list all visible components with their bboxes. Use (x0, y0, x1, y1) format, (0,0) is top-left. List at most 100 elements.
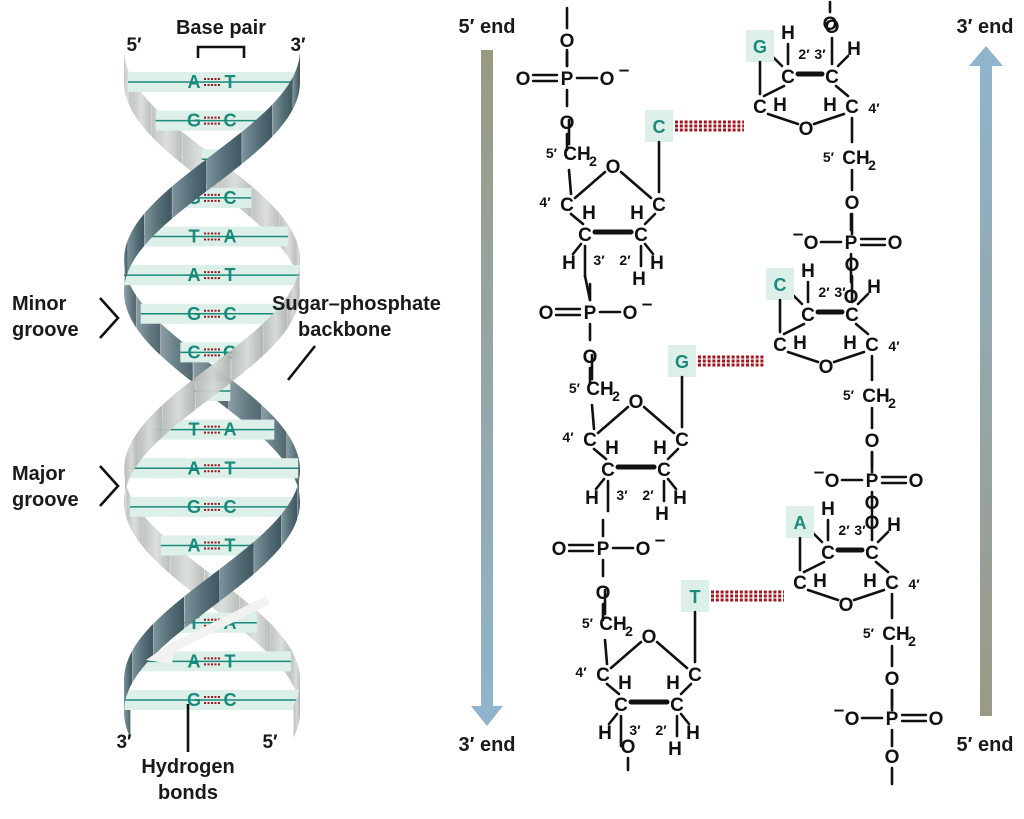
oxygen: O (621, 737, 636, 758)
helix-top-left-end: 5′ (126, 35, 142, 56)
bond (594, 477, 606, 491)
left-strand-bottom-end: 3′ end (458, 734, 515, 756)
bond (876, 530, 890, 544)
strand-direction-stripe (165, 595, 271, 655)
bond (609, 640, 643, 670)
carbon-4prime: C (583, 430, 597, 451)
bond (786, 350, 820, 364)
right-strand-base: A (794, 513, 807, 533)
helix-ribbon-segment-dark (281, 487, 298, 547)
oxygen-3prime: O (865, 493, 880, 514)
helix-ribbon-segment-dark (124, 651, 132, 711)
ring-oxygen: O (606, 157, 621, 178)
helix-base-left: G (187, 690, 201, 710)
bond (643, 242, 655, 256)
helix-base-right: A (224, 227, 237, 247)
carbon-3prime: C (865, 543, 879, 564)
helix-base-left: T (189, 227, 200, 247)
carbon-1prime: C (753, 97, 767, 118)
carbon-1prime: C (675, 430, 689, 451)
hydrogen: H (632, 269, 646, 290)
ch2: CH (862, 386, 889, 407)
ch2: CH (599, 614, 626, 635)
base-box (746, 30, 774, 62)
position-label: 2′ (655, 722, 667, 738)
hydrogen: H (618, 673, 632, 694)
helix-base-right: C (224, 497, 237, 517)
oxygen: O (623, 303, 638, 324)
bond (806, 588, 840, 602)
carbon-1prime: C (773, 335, 787, 356)
hydrogen: H (781, 23, 795, 44)
subscript-2: 2 (868, 157, 876, 173)
helix-ribbon-segment-dark (254, 514, 282, 574)
bond (603, 638, 609, 666)
helix-ribbon-segment-dark (297, 459, 300, 520)
bond (605, 682, 621, 696)
base-pair-bracket (196, 45, 246, 58)
carbon-1prime: C (688, 665, 702, 686)
helix-ribbon-segment-dark (124, 241, 128, 301)
carbon-1prime: C (652, 195, 666, 216)
bond (766, 112, 800, 126)
oxygen: O (600, 69, 615, 90)
minor-groove-label-line1: Minor (12, 293, 67, 315)
position-label: 4′ (868, 100, 880, 116)
bond (782, 322, 806, 336)
bond (666, 477, 678, 491)
strand-direction-arrowhead (146, 640, 175, 664)
hydrogen: H (821, 499, 835, 520)
helix-base-left: A (188, 458, 201, 478)
bond (567, 168, 573, 196)
oxygen: O (516, 69, 531, 90)
right-strand-bottom-end: 5′ end (956, 734, 1013, 756)
helix-ribbon-segment-dark (160, 323, 193, 383)
hydrogen: H (823, 95, 837, 116)
left-strand-base: T (690, 587, 701, 607)
helix-ribbon-segment-light (287, 268, 300, 328)
helix-base-right: T (225, 265, 236, 285)
oxygen: O (583, 347, 598, 368)
position-label: 3′ (593, 252, 605, 268)
ch2: CH (563, 144, 590, 165)
oxygen: O (929, 709, 944, 730)
bond (832, 350, 866, 364)
hydrogen: H (847, 39, 861, 60)
hydrogen: H (843, 333, 857, 354)
helix-base-right: A (224, 420, 237, 440)
bond (643, 212, 657, 226)
position-label: 4′ (888, 338, 900, 354)
helix-bottom-right-end: 5′ (262, 732, 278, 753)
position-5prime: 5′ (569, 380, 581, 396)
oxygen: O (825, 471, 840, 492)
major-groove-label-line2: groove (12, 489, 79, 511)
subscript-2: 2 (612, 388, 620, 404)
right-strand-base: C (774, 275, 787, 295)
minor-groove-label-line2: groove (12, 319, 79, 341)
ch2: CH (842, 148, 869, 169)
position-label: 4′ (562, 429, 574, 445)
left-strand-direction-arrow (471, 50, 503, 726)
carbon-2prime: C (657, 460, 671, 481)
helix-ribbon-segment-light (142, 514, 170, 574)
carbon-2prime: C (634, 225, 648, 246)
bond (607, 712, 619, 726)
bond (852, 588, 886, 602)
bond (642, 405, 676, 435)
hbond-label-line1: Hydrogen (141, 756, 234, 778)
bond (592, 447, 608, 461)
phosphorus: P (597, 539, 610, 560)
right-strand-base: G (753, 37, 767, 57)
hydrogen: H (598, 723, 612, 744)
helix-ribbon-segment-dark (144, 186, 172, 246)
position-label: 3′ (814, 46, 826, 62)
left-strand-base: G (675, 352, 689, 372)
carbon-3prime: C (601, 460, 615, 481)
left-strand-top-end: 5′ end (458, 16, 515, 38)
negative-charge: – (793, 224, 804, 245)
